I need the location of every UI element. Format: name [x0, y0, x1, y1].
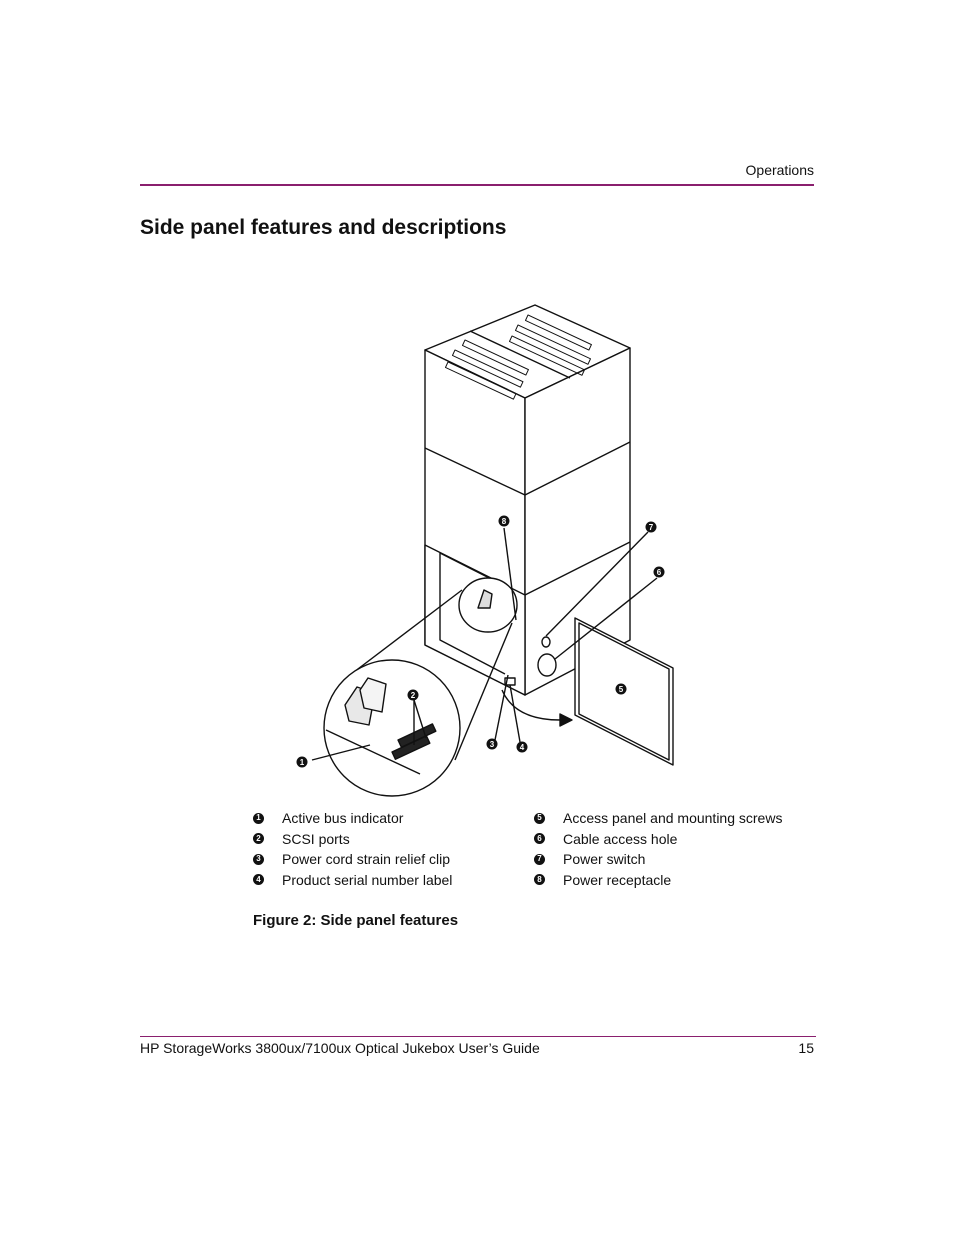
callout-6-label: 6: [657, 568, 662, 577]
callout-badge: 4: [253, 874, 264, 886]
cable-hole-shape: [537, 653, 557, 677]
callout-badge: 1: [253, 812, 264, 824]
legend-item: 6 Cable access hole: [534, 829, 814, 850]
callout-1: 1: [296, 756, 308, 768]
legend-item: 3 Power cord strain relief clip: [253, 849, 533, 870]
page-number: 15: [798, 1040, 814, 1056]
zoom-circle: [323, 659, 461, 797]
callout-badge: 3: [253, 853, 264, 865]
running-head: Operations: [745, 162, 814, 178]
callout-badge: 7: [534, 853, 545, 865]
callout-badge: 6: [534, 833, 545, 845]
callout-2-label: 2: [411, 691, 416, 700]
callout-8: 8: [498, 515, 510, 527]
legend-item: 4 Product serial number label: [253, 870, 533, 891]
callout-8-label: 8: [502, 517, 507, 526]
footer-rule: [140, 1036, 816, 1037]
jukebox-illustration: 8 7 6 5 2 3 4 1: [296, 304, 674, 797]
footer-title: HP StorageWorks 3800ux/7100ux Optical Ju…: [140, 1040, 540, 1056]
legend-right: 5 Access panel and mounting screws 6 Cable…: [534, 808, 814, 890]
legend-item: 2 SCSI ports: [253, 829, 533, 850]
callout-3-label: 3: [490, 740, 495, 749]
legend-item: 7 Power switch: [534, 849, 814, 870]
callout-4: 4: [516, 741, 528, 753]
section-title: Side panel features and descriptions: [140, 216, 507, 239]
side-panel-figure: 8 7 6 5 2 3 4 1: [290, 290, 690, 800]
legend-label: Cable access hole: [563, 830, 678, 847]
callout-6: 6: [653, 566, 665, 578]
legend-left: 1 Active bus indicator 2 SCSI ports 3 Power…: [253, 808, 533, 890]
figure-caption: Figure 2: Side panel features: [253, 912, 459, 929]
callout-1-label: 1: [300, 758, 305, 767]
callout-7-label: 7: [649, 523, 654, 532]
header-rule: [140, 184, 814, 186]
callout-2: 2: [407, 689, 419, 701]
legend-item: 8 Power receptacle: [534, 870, 814, 891]
callout-5-label: 5: [619, 685, 624, 694]
callout-badge: 5: [534, 812, 545, 824]
legend-label: Power switch: [563, 851, 646, 868]
legend-label: Power receptacle: [563, 871, 672, 888]
callout-7: 7: [645, 521, 657, 533]
callout-4-label: 4: [520, 743, 525, 752]
callout-5: 5: [615, 683, 627, 695]
callout-badge: 8: [534, 874, 545, 886]
power-switch-shape: [541, 636, 551, 648]
callout-3: 3: [486, 738, 498, 750]
legend-label: Power cord strain relief clip: [282, 851, 451, 868]
legend-label: Active bus indicator: [282, 810, 404, 827]
legend-item: 5 Access panel and mounting screws: [534, 808, 814, 829]
legend-label: Product serial number label: [282, 871, 453, 888]
legend-item: 1 Active bus indicator: [253, 808, 533, 829]
callout-badge: 2: [253, 833, 264, 845]
legend-label: Access panel and mounting screws: [563, 810, 783, 827]
legend-label: SCSI ports: [282, 830, 350, 847]
